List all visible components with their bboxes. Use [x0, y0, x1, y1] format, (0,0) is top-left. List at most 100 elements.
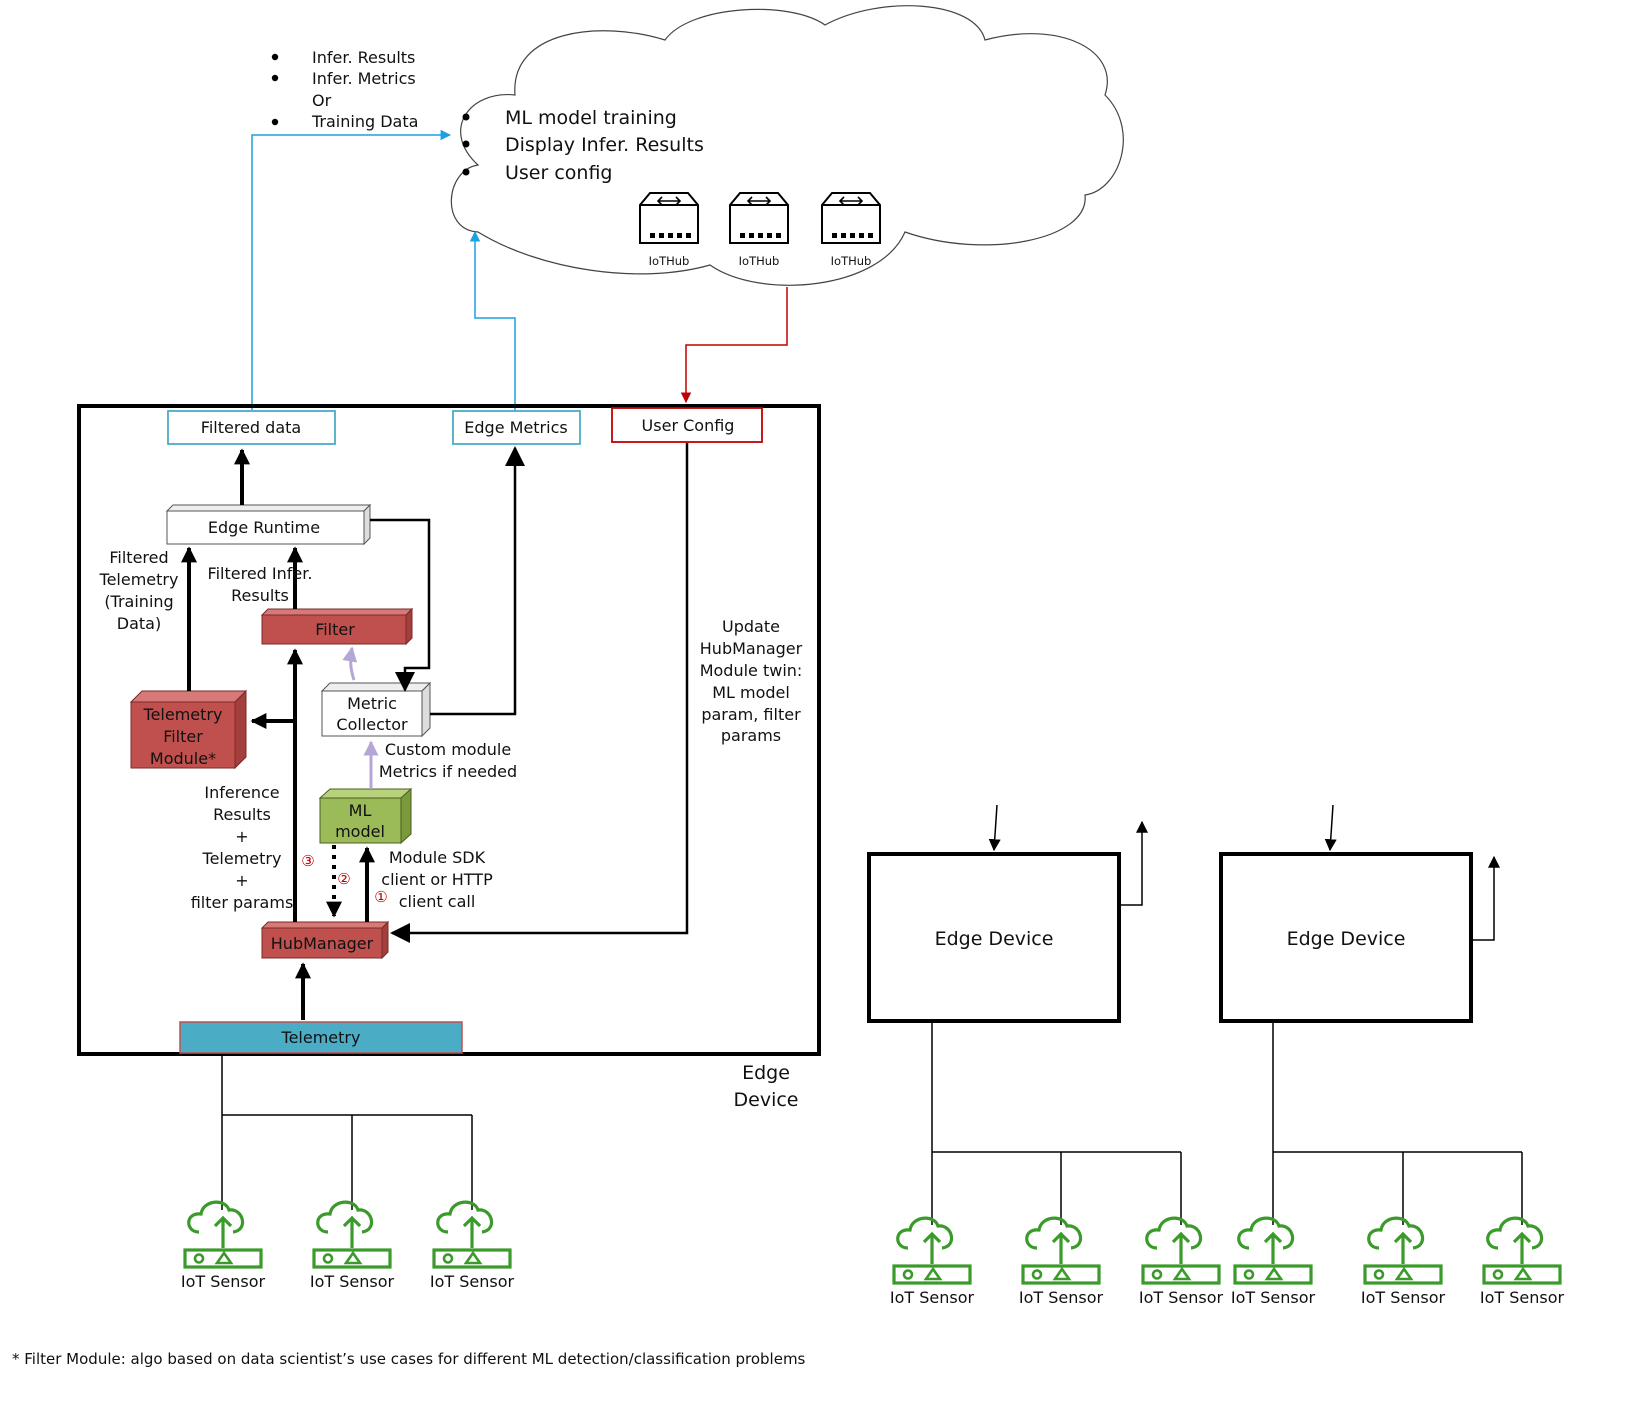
iot-sensor-icon: [312, 1200, 392, 1269]
iot-sensor-icon: [1141, 1216, 1221, 1285]
iothub-label: IoTHub: [831, 254, 872, 268]
svg-text:Telemetry: Telemetry: [99, 570, 179, 589]
metric-to-filter-arrow: [342, 646, 358, 681]
telemetry-filter-label-line2: Filter: [163, 727, 203, 746]
user-config-download-arrow: [680, 287, 788, 404]
update-twin-note: Update HubManager Module twin: ML model …: [700, 617, 803, 745]
edge-device-3-label: Edge Device: [1287, 928, 1406, 950]
filter-module: Filter: [260, 607, 414, 646]
iot-sensor-icon: [892, 1216, 972, 1285]
edge-device-2-wiring: [931, 1021, 1182, 1225]
edge-runtime-label: Edge Runtime: [208, 518, 320, 537]
iothub-icon: [639, 192, 699, 244]
module-sdk-note: Module SDK client or HTTP client call: [381, 848, 493, 911]
internal-flow-arrows: [181, 448, 375, 1020]
iot-sensor: IoT Sensor: [1139, 1216, 1224, 1307]
svg-text:client call: client call: [399, 892, 476, 911]
iot-sensor-icon: [1363, 1216, 1443, 1285]
edge-device-3: Edge Device: [1219, 804, 1500, 1023]
svg-text:client or HTTP: client or HTTP: [381, 870, 493, 889]
edge-metrics-upload-arrow: [469, 230, 516, 410]
iot-sensor-label: IoT Sensor: [890, 1288, 975, 1307]
upload-item-training-data: Training Data: [311, 112, 418, 131]
inference-results-note: Inference Results + Telemetry + filter p…: [191, 783, 294, 912]
iot-sensor: IoT Sensor: [181, 1200, 266, 1291]
service-ml-training: ML model training: [505, 107, 677, 129]
service-display-results: Display Infer. Results: [505, 134, 704, 156]
metric-collector-label-line1: Metric: [347, 694, 397, 713]
svg-text:Update: Update: [722, 617, 780, 636]
edge-metrics-label: Edge Metrics: [464, 418, 567, 437]
edge-device-label-line2: Device: [734, 1089, 799, 1111]
upload-item-infer-results: Infer. Results: [312, 48, 415, 67]
svg-text:params: params: [721, 726, 781, 745]
filter-label: Filter: [315, 620, 355, 639]
iot-sensor-icon: [1233, 1216, 1313, 1285]
iot-sensor-label: IoT Sensor: [1019, 1288, 1104, 1307]
step-marker-2: ②: [337, 870, 350, 888]
metric-collector: Metric Collector: [320, 681, 432, 738]
iothub-label: IoTHub: [739, 254, 780, 268]
custom-module-note: Custom module Metrics if needed: [379, 740, 517, 781]
svg-text:Filtered Infer.: Filtered Infer.: [208, 564, 313, 583]
service-user-config: User config: [505, 162, 613, 184]
cloud-services: ML model training Display Infer. Results…: [462, 107, 704, 184]
svg-text:Data): Data): [117, 614, 161, 633]
iot-sensor-icon: [1482, 1216, 1562, 1285]
svg-text:Module SDK: Module SDK: [389, 848, 486, 867]
iot-sensor-label: IoT Sensor: [430, 1272, 515, 1291]
telemetry-label: Telemetry: [281, 1028, 361, 1047]
telemetry-bar: Telemetry: [179, 1021, 463, 1054]
step-marker-1: ①: [374, 888, 387, 906]
svg-text:Telemetry: Telemetry: [202, 849, 282, 868]
edge-runtime-box: Edge Runtime: [165, 503, 372, 546]
edge-device-boundary: [77, 404, 821, 1056]
user-config-label: User Config: [642, 416, 735, 435]
iothub-2: IoTHub: [729, 192, 789, 268]
svg-text:(Training: (Training: [104, 592, 173, 611]
edge-device-3-wiring: [1272, 1021, 1523, 1225]
iot-sensor: IoT Sensor: [890, 1216, 975, 1307]
hub-manager: HubManager: [260, 920, 390, 960]
filtered-infer-results-note: Filtered Infer. Results: [208, 564, 313, 605]
footnote: * Filter Module: algo based on data scie…: [12, 1350, 806, 1368]
filtered-data-box: [167, 410, 336, 445]
iot-sensor-label: IoT Sensor: [1231, 1288, 1316, 1307]
svg-text:Metrics if needed: Metrics if needed: [379, 762, 517, 781]
iothub-label: IoTHub: [649, 254, 690, 268]
iothub-1: IoTHub: [639, 192, 699, 268]
step-markers: ① ② ③: [301, 852, 387, 906]
metric-collector-label-line2: Collector: [336, 715, 408, 734]
iot-sensor-label: IoT Sensor: [1139, 1288, 1224, 1307]
metric-collector-to-edge-metrics-line: [430, 446, 525, 716]
user-config-box: [611, 407, 763, 443]
iot-sensor: IoT Sensor: [430, 1200, 515, 1291]
iot-sensor: IoT Sensor: [1361, 1216, 1446, 1307]
iot-sensor-icon: [1021, 1216, 1101, 1285]
svg-text:Results: Results: [213, 805, 271, 824]
hub-manager-label: HubManager: [271, 934, 374, 953]
cloud: [450, 5, 1124, 286]
edge-device-2: Edge Device: [867, 804, 1148, 1023]
ml-model-label-line1: ML: [349, 801, 372, 820]
svg-text:Module twin:: Module twin:: [700, 661, 803, 680]
metric-links: [370, 443, 689, 943]
filtered-data-label: Filtered data: [201, 418, 301, 437]
custom-metric-arrows: [342, 646, 379, 789]
svg-text:Filtered: Filtered: [109, 548, 168, 567]
iot-sensor: IoT Sensor: [1231, 1216, 1316, 1307]
runtime-to-metric-collector-line: [370, 518, 431, 692]
iot-sensor-label: IoT Sensor: [1361, 1288, 1446, 1307]
upload-item-infer-metrics: Infer. Metrics: [312, 69, 416, 88]
upload-or-label: Or: [312, 91, 332, 110]
iothub-icon: [821, 192, 881, 244]
iot-sensor-icon: [183, 1200, 263, 1269]
iothub-icon: [729, 192, 789, 244]
svg-text:+: +: [235, 871, 248, 890]
iot-sensor-label: IoT Sensor: [181, 1272, 266, 1291]
svg-text:Custom module: Custom module: [385, 740, 511, 759]
telemetry-filter-label-line1: Telemetry: [143, 705, 223, 724]
iot-sensor: IoT Sensor: [310, 1200, 395, 1291]
upload-bullets: Infer. Results Infer. Metrics Or Trainin…: [271, 48, 418, 131]
